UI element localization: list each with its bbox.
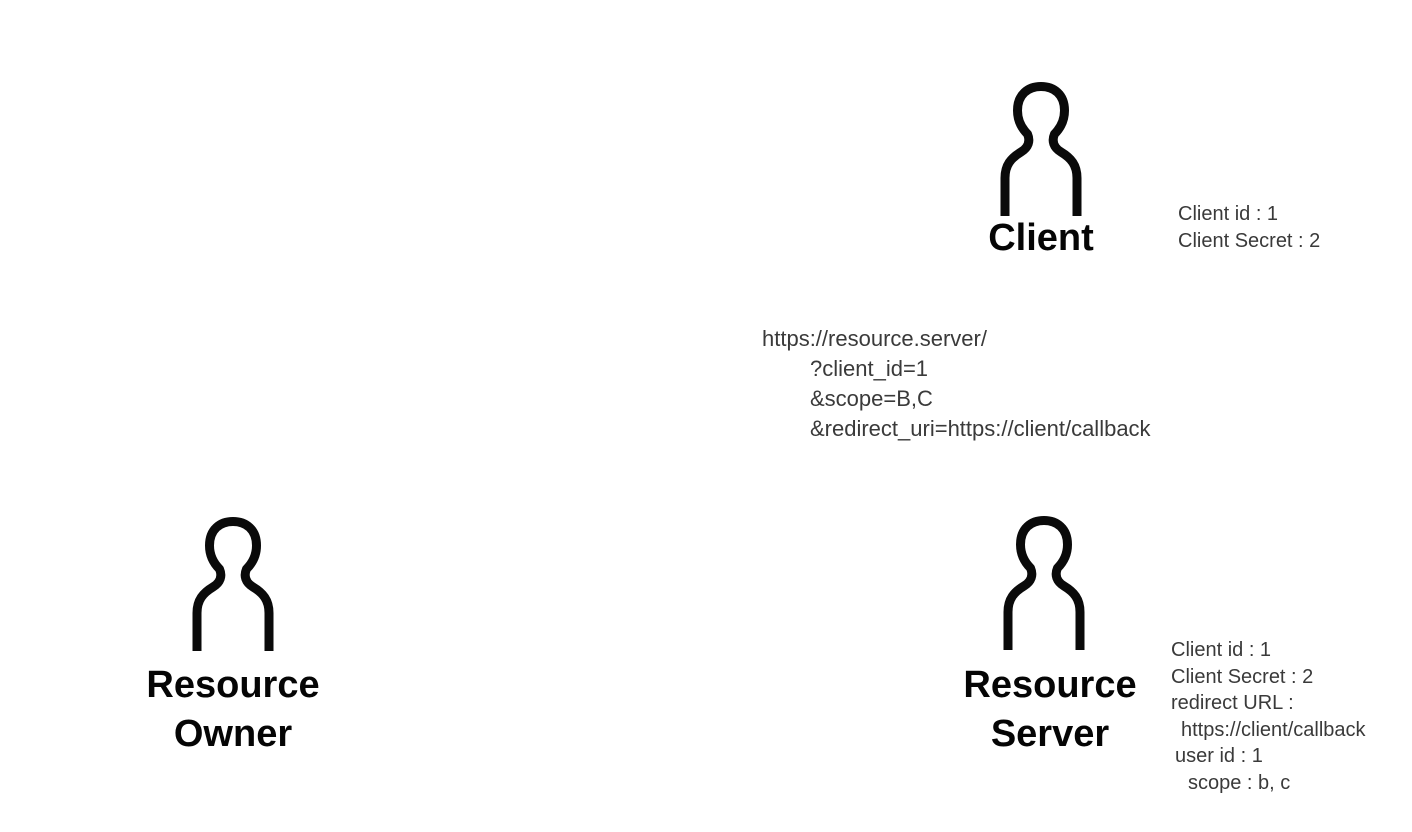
resource-server-label-line1: Resource bbox=[963, 664, 1137, 706]
resource-server-icon bbox=[995, 516, 1093, 650]
resource-owner-icon bbox=[184, 517, 282, 651]
resource-server-label-line2: Server bbox=[990, 713, 1110, 755]
client-label: Client bbox=[988, 217, 1094, 259]
server-detail-line: user id : 1 bbox=[1175, 745, 1263, 767]
url-line: &redirect_uri=https://client/callback bbox=[810, 416, 1151, 441]
resource-owner-label-line2: Owner bbox=[173, 713, 293, 755]
person-icon bbox=[184, 517, 282, 651]
person-icon bbox=[992, 82, 1090, 216]
url-line: https://resource.server/ bbox=[762, 326, 987, 351]
client-detail-line: Client id : 1 bbox=[1178, 203, 1279, 225]
server-detail-line: scope : b, c bbox=[1188, 771, 1291, 794]
server-detail-line: https://client/callback bbox=[1181, 718, 1366, 741]
server-detail-line: Client id : 1 bbox=[1171, 639, 1272, 661]
client-icon bbox=[992, 82, 1090, 216]
server-detail-line: Client Secret : 2 bbox=[1171, 665, 1314, 688]
client-detail-line: Client Secret : 2 bbox=[1178, 230, 1321, 252]
resource-owner-label-line1: Resource bbox=[146, 664, 320, 706]
url-line: &scope=B,C bbox=[810, 386, 933, 411]
client-details: Client id : 1 Client Secret : 2 bbox=[1178, 201, 1320, 255]
authorization-request-url: https://resource.server/ ?client_id=1 &s… bbox=[762, 324, 1151, 444]
resource-owner-label: Resource Owner bbox=[133, 661, 333, 759]
url-line: ?client_id=1 bbox=[810, 356, 929, 381]
server-detail-line: redirect URL : bbox=[1171, 692, 1294, 714]
resource-server-label: Resource Server bbox=[950, 661, 1150, 759]
resource-server-details: Client id : 1 Client Secret : 2 redirect… bbox=[1171, 637, 1366, 796]
person-icon bbox=[995, 516, 1093, 650]
